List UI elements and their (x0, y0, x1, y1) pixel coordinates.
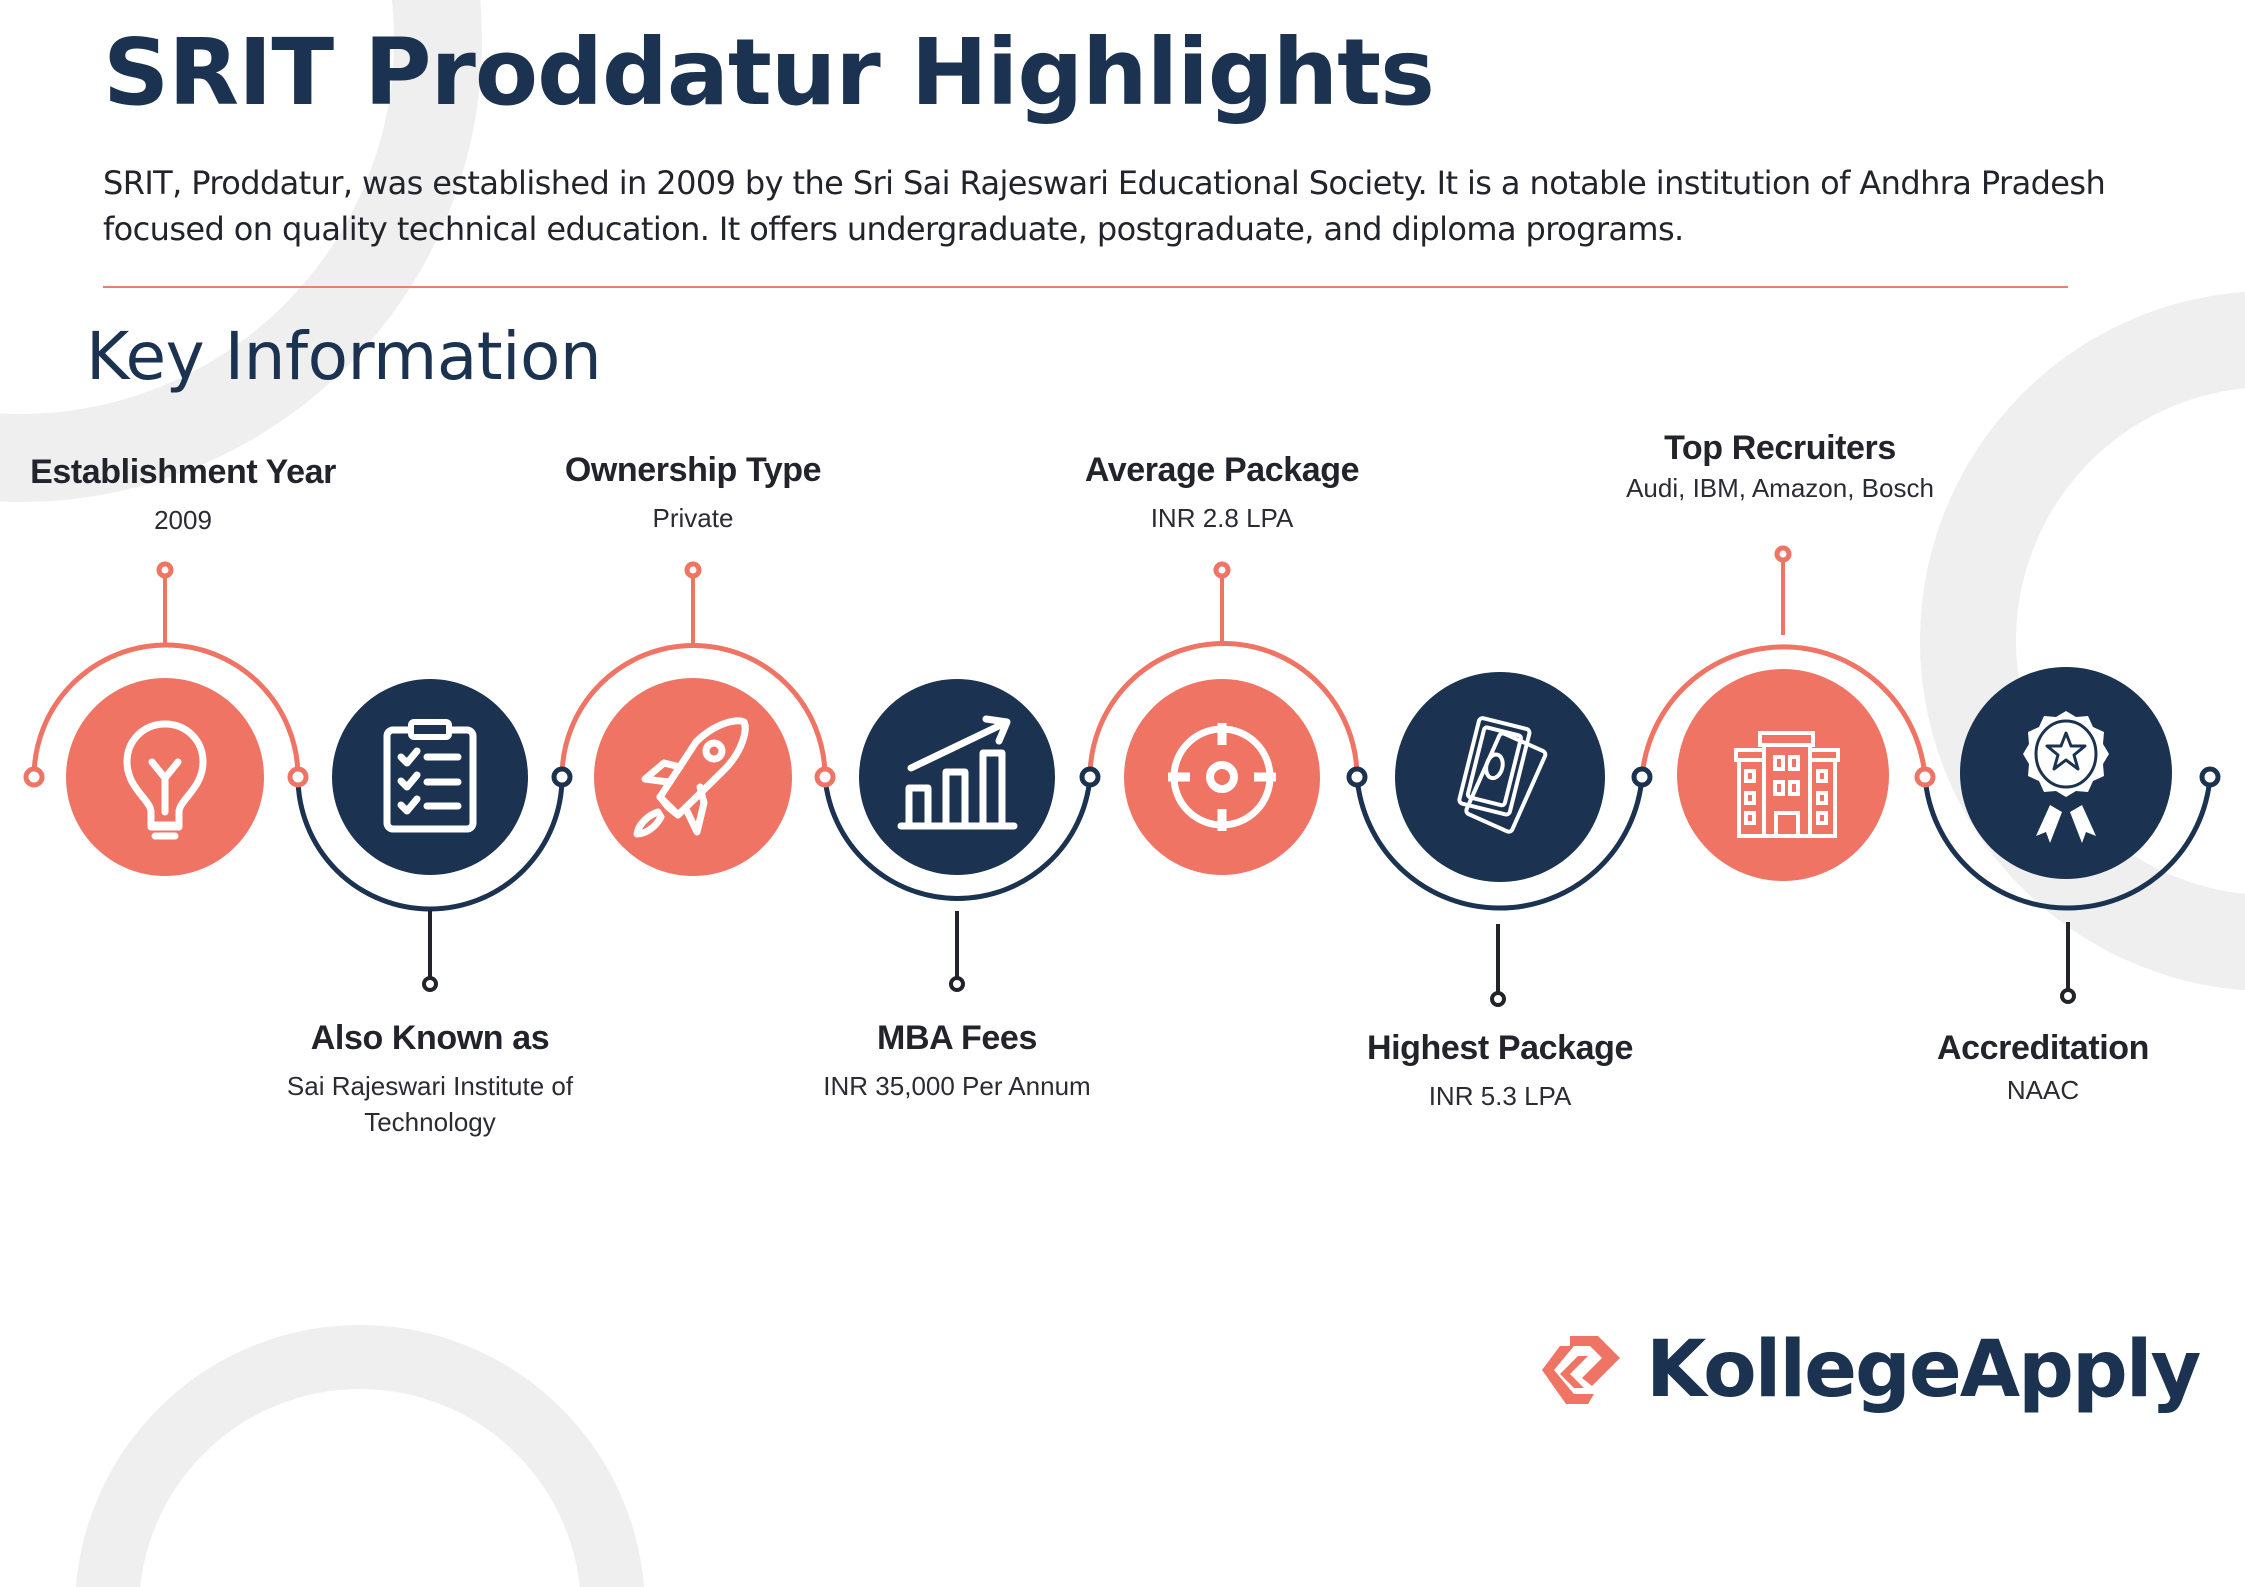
arc-2 (295, 776, 565, 912)
clipboard-checklist-icon (383, 719, 477, 833)
item-value: INR 35,000 Per Annum (823, 1071, 1091, 1101)
arc-6 (1354, 776, 1645, 911)
double-chevron-logo-icon (1542, 1336, 1620, 1404)
lightbulb-icon (123, 720, 207, 840)
arc-8 (1922, 776, 2213, 911)
label-highest-package: Highest Package INR 5.3 LPA (1366, 1028, 1634, 1114)
item-heading: Accreditation (1936, 1029, 2150, 1067)
node-mba-fees (859, 679, 1055, 875)
node-average-package (1124, 679, 1320, 875)
brand-name: KollegeApply (1646, 1325, 2201, 1415)
arc-4 (822, 776, 1093, 901)
label-establishment-year: Establishment Year 2009 (30, 452, 336, 538)
item-value: 2009 (154, 505, 212, 535)
item-heading: Highest Package (1366, 1029, 1634, 1067)
item-value-line2: Technology (364, 1107, 496, 1137)
label-average-package: Average Package INR 2.8 LPA (1084, 450, 1360, 536)
item-heading: Top Recruiters (1664, 429, 1896, 467)
brand-logo: KollegeApply (1540, 1325, 2201, 1415)
stem-dot (156, 561, 174, 579)
label-also-known-as: Also Known as Sai Rajeswari Institute of… (287, 1018, 573, 1140)
award-badge-icon (2023, 711, 2109, 843)
intro-paragraph: SRIT, Proddatur, was established in 2009… (103, 164, 2106, 248)
rocket-icon (633, 717, 749, 838)
item-value-line1: Sai Rajeswari Institute of (286, 1071, 574, 1101)
node-accreditation (1960, 667, 2172, 879)
node-establishment-year (66, 678, 264, 876)
growth-chart-icon (897, 715, 1018, 830)
target-icon (1168, 723, 1276, 831)
building-icon (1734, 731, 1840, 838)
item-heading: MBA Fees (877, 1019, 1037, 1057)
item-heading: Ownership Type (564, 451, 822, 489)
money-bills-icon (1457, 716, 1548, 834)
label-ownership-type: Ownership Type Private (564, 450, 822, 536)
top-left-ring (0, 0, 482, 502)
item-value: Private (652, 503, 734, 533)
label-accreditation: Accreditation NAAC (1937, 1028, 2149, 1108)
section-title: Key Information (86, 318, 602, 395)
bottom-left-ring (75, 1325, 645, 1587)
item-value: Sai Rajeswari Institute of Technology (287, 1068, 573, 1140)
item-heading: Also Known as (310, 1019, 550, 1057)
node-also-known-as (332, 679, 528, 875)
label-top-recruiters: Top Recruiters Audi, IBM, Amazon, Bosch (1626, 428, 1934, 506)
item-value: INR 2.8 LPA (1150, 503, 1294, 533)
item-heading: Average Package (1084, 451, 1360, 489)
node-ownership-type (594, 678, 792, 876)
right-ring (1920, 292, 2245, 990)
item-value: NAAC (2006, 1075, 2080, 1105)
page-title: SRIT Proddatur Highlights (103, 19, 1435, 126)
label-mba-fees: MBA Fees INR 35,000 Per Annum (823, 1018, 1090, 1104)
node-highest-package (1395, 672, 1605, 882)
item-value: Audi, IBM, Amazon, Bosch (1626, 473, 1934, 503)
item-heading: Establishment Year (30, 453, 336, 491)
item-value: INR 5.3 LPA (1428, 1081, 1572, 1111)
arc-7 (1639, 644, 1928, 778)
junction-dot (23, 766, 45, 788)
header-divider (103, 286, 2068, 288)
node-top-recruiters (1677, 669, 1889, 881)
